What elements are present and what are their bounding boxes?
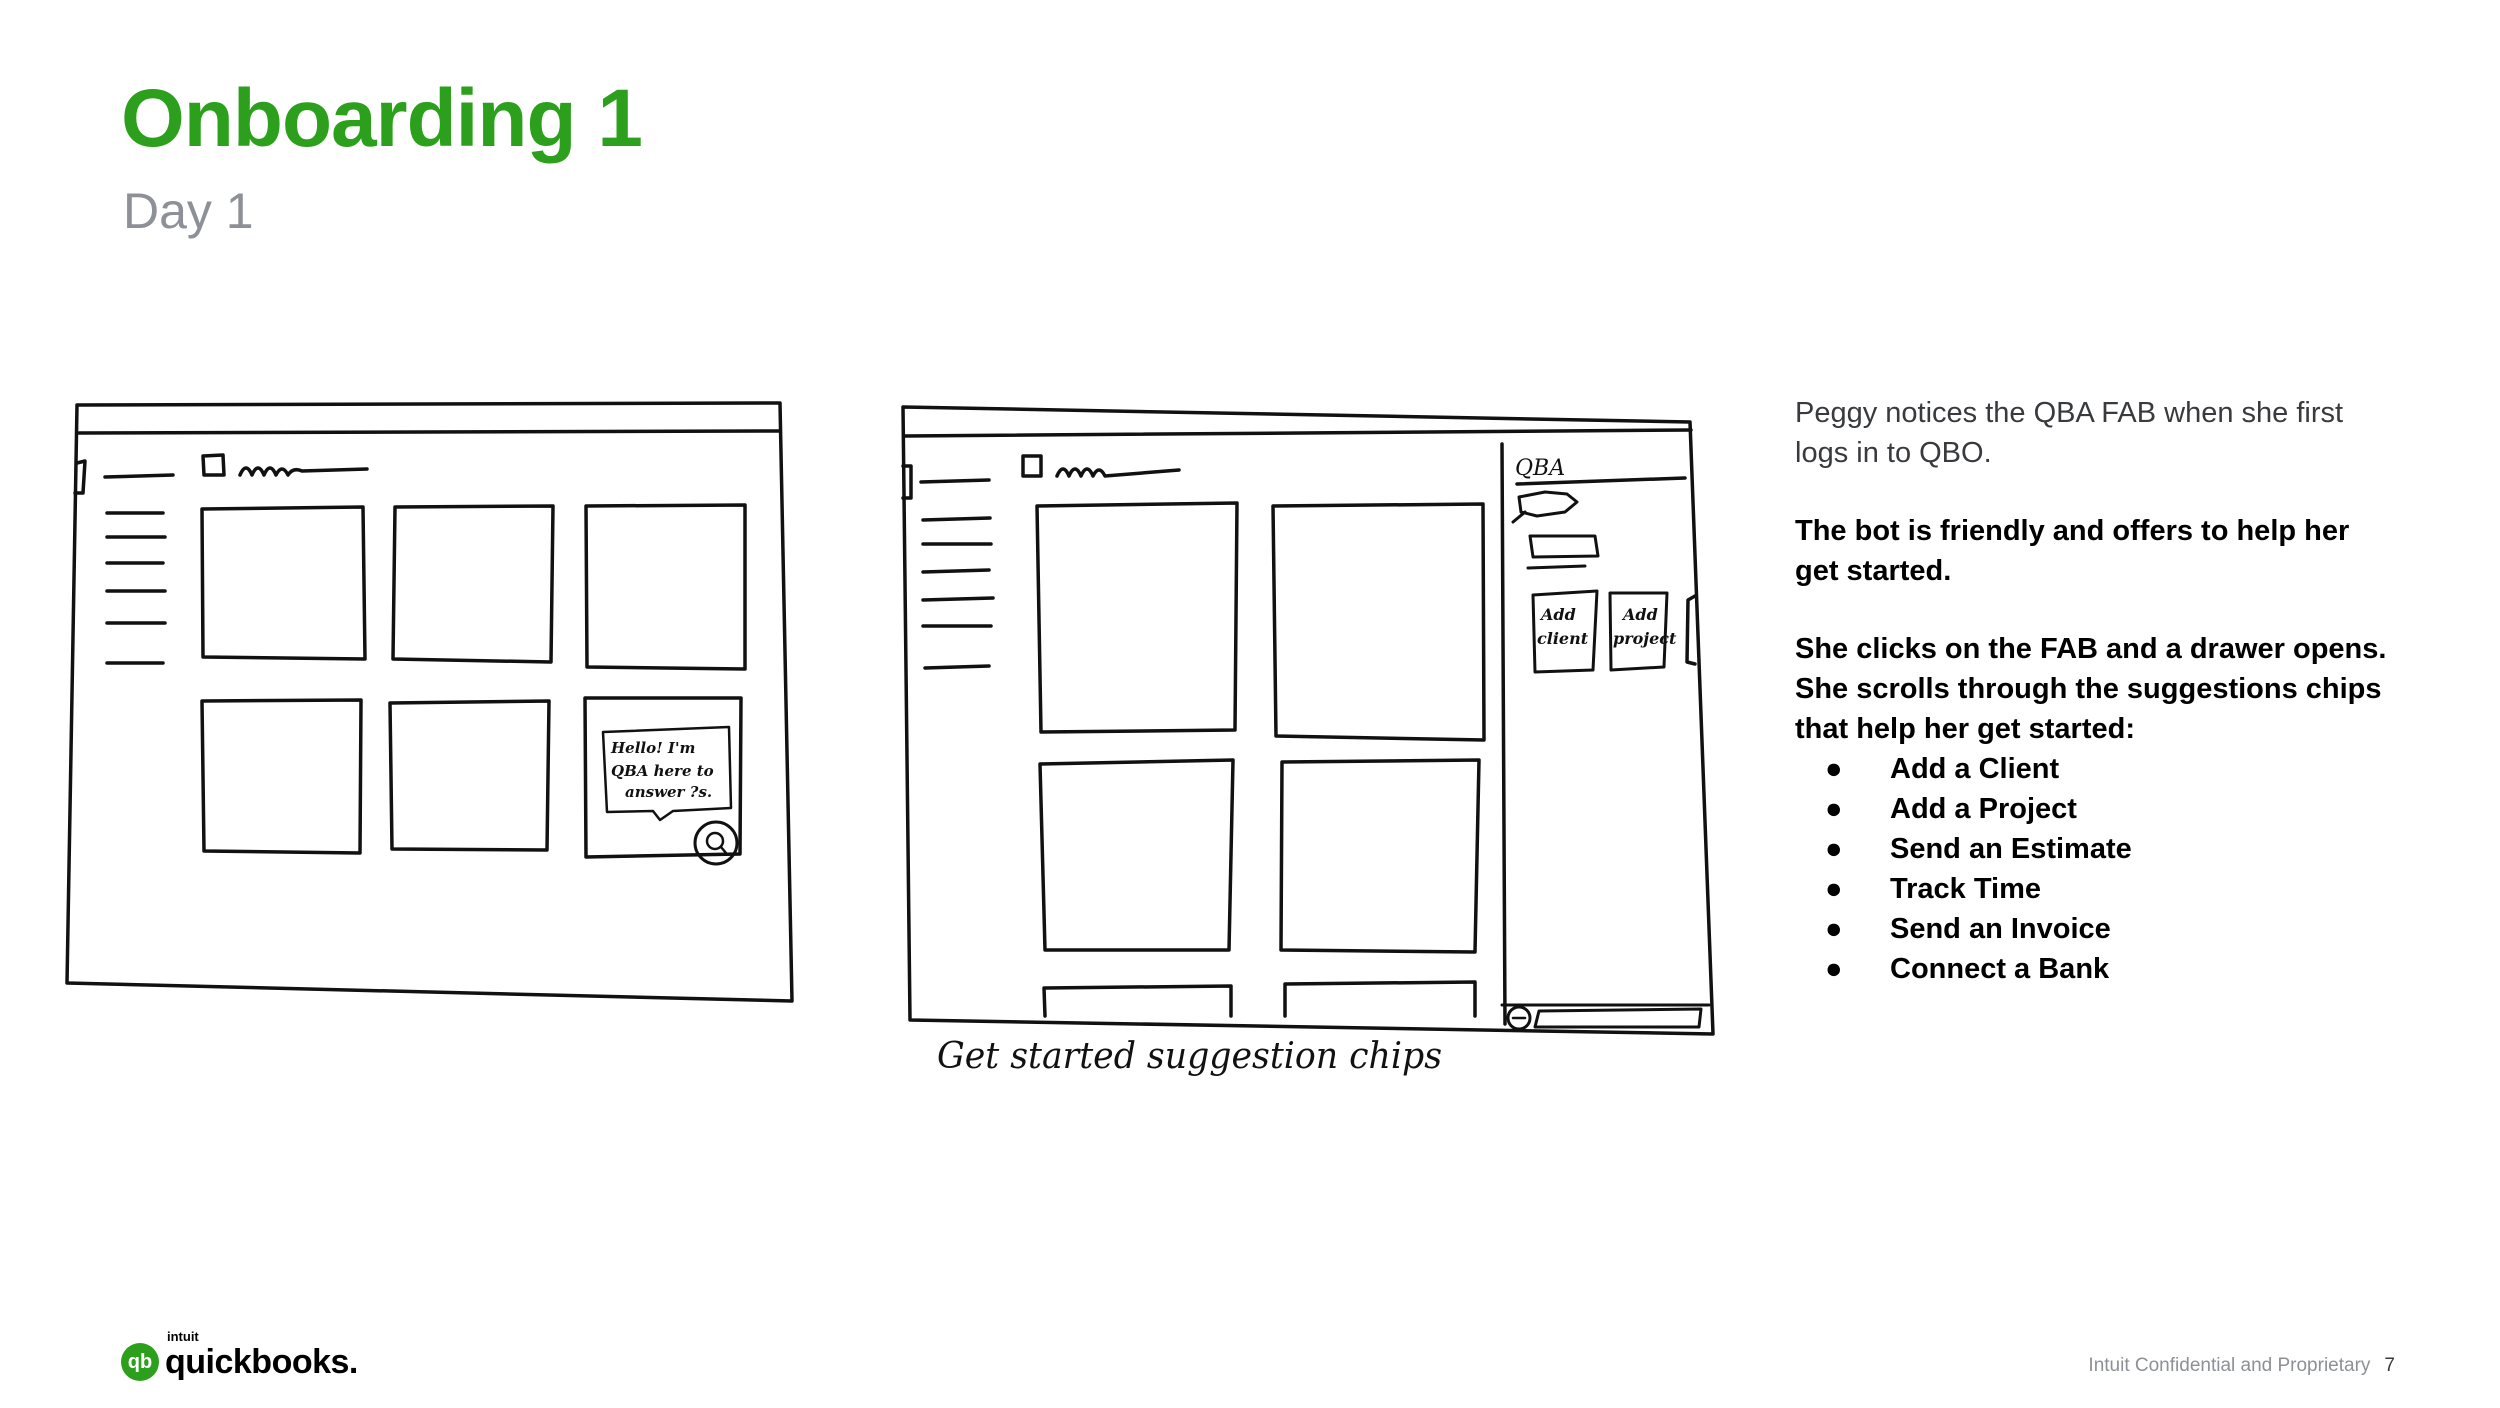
fab-bubble-text-3: answer ?s. <box>625 783 712 801</box>
logo-intuit-text: intuit <box>167 1328 199 1344</box>
chip-add-client-line1: Add <box>1539 605 1576 624</box>
drawer-title: QBA <box>1515 456 1565 481</box>
slide-footer: Intuit Confidential and Proprietary 7 <box>2088 1355 2395 1377</box>
list-item: ●Add a Client <box>1825 753 2060 785</box>
list-item: ●Send an Estimate <box>1825 833 2132 865</box>
quickbooks-logo: qb intuit quickbooks. <box>121 1329 358 1386</box>
qb-logo-icon: qb <box>121 1343 159 1381</box>
sketch-dashboard-drawer: QBA Add client Add project Get started s… <box>901 405 1715 1077</box>
fab-bubble-text-2: QBA here to <box>611 762 714 780</box>
slide-title: Onboarding 1 <box>121 73 643 164</box>
suggestion-list: ●Add a Client ●Add a Project ●Send an Es… <box>1795 749 2395 989</box>
logo-brand-text: quickbooks. <box>165 1342 358 1381</box>
chip-add-project-line1: Add <box>1621 605 1658 624</box>
notes-intro: Peggy notices the QBA FAB when she first… <box>1795 397 2344 469</box>
list-item: ●Connect a Bank <box>1825 953 2110 985</box>
chip-add-client-line2: client <box>1537 629 1589 648</box>
list-item: ●Add a Project <box>1825 793 2077 825</box>
confidential-notice: Intuit Confidential and Proprietary <box>2088 1355 2371 1376</box>
chip-add-project-line2: project <box>1613 629 1677 648</box>
slide-notes: Peggy notices the QBA FAB when she first… <box>1795 393 2395 989</box>
fab-bubble-text-1: Hello! I'm <box>610 739 695 757</box>
notes-paragraph-bot: The bot is friendly and offers to help h… <box>1795 515 2350 587</box>
slide-subtitle: Day 1 <box>123 183 254 239</box>
sketch-caption: Get started suggestion chips <box>937 1036 1442 1077</box>
notes-paragraph-drawer: She clicks on the FAB and a drawer opens… <box>1795 633 2387 745</box>
list-item: ●Track Time <box>1825 873 2042 905</box>
sketch-dashboard-fab: Hello! I'm QBA here to answer ?s. <box>65 401 794 1003</box>
list-item: ●Send an Invoice <box>1825 913 2111 945</box>
page-number: 7 <box>2384 1355 2395 1376</box>
